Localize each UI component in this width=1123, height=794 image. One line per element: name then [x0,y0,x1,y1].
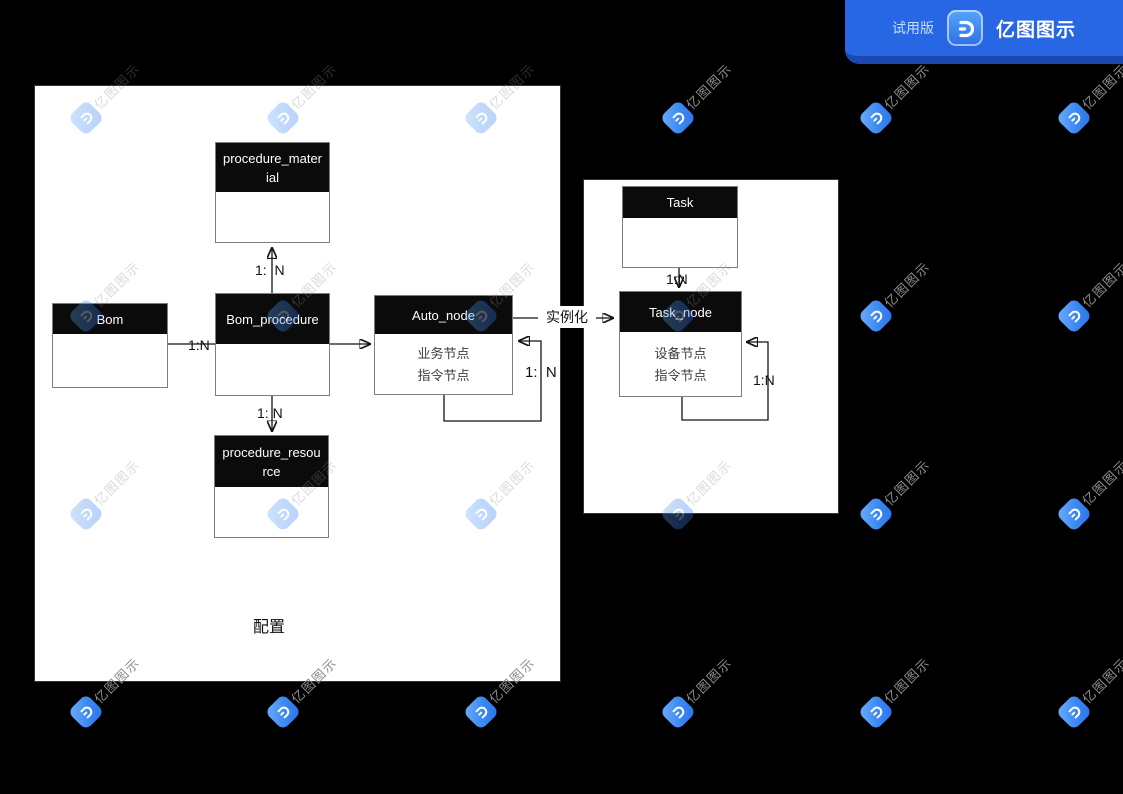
entity-body-line: 业务节点 [417,346,470,361]
entity-body-line: 设备节点 [654,346,707,361]
entity-auto-node[interactable]: Auto_node 业务节点 指令节点 [374,295,513,395]
entity-body [216,346,329,395]
connector-autonode-self-loop [443,341,542,422]
edraw-logo-icon [946,10,983,46]
entity-body [216,194,329,242]
entity-body [215,489,328,537]
entity-bom[interactable]: Bom [52,303,168,388]
entity-body: 设备节点 指令节点 [620,334,741,396]
entity-title: Task_node [620,292,741,334]
entity-procedure-material[interactable]: procedure_material [215,142,330,243]
entity-title: Bom_procedure [216,294,329,346]
trial-version-badge[interactable]: 试用版 亿图图示 [845,0,1123,64]
entity-title: procedure_resource [215,436,328,489]
brand-name: 亿图图示 [995,19,1076,41]
entity-title: procedure_material [216,143,329,194]
entity-body [623,220,737,267]
cardinality-label: 1: N [257,405,283,421]
cardinality-label: 1:N [666,271,688,287]
cardinality-label: 1:N [753,372,775,388]
instantiate-label: 实例化 [538,306,596,328]
entity-title: Auto_node [375,296,512,336]
entity-title: Bom [53,304,167,336]
entity-task-node[interactable]: Task_node 设备节点 指令节点 [619,291,742,397]
trial-version-label: 试用版 [891,20,934,36]
entity-body-line: 指令节点 [654,368,707,383]
config-caption: 配置 [253,619,286,636]
cardinality-label: 1: N [525,364,557,381]
cardinality-label: 1: N [255,262,285,278]
connector-tasknode-self-loop [681,342,769,421]
entity-body-line: 指令节点 [417,368,470,383]
entity-task[interactable]: Task [622,186,738,268]
entity-procedure-resource[interactable]: procedure_resource [214,435,329,538]
entity-bom-procedure[interactable]: Bom_procedure [215,293,330,396]
entity-body: 业务节点 指令节点 [375,336,512,394]
cardinality-label: 1:N [188,337,210,353]
entity-title: Task [623,187,737,220]
entity-body [53,336,167,387]
